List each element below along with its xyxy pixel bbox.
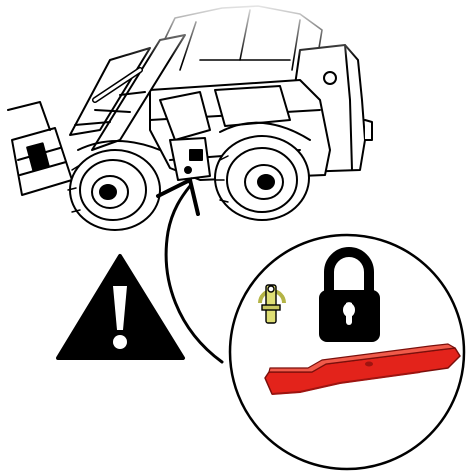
warning-triangle-icon [58,256,183,358]
front-wheel [68,150,160,230]
rear-wheel [215,136,309,220]
fade-overlay [0,0,467,60]
